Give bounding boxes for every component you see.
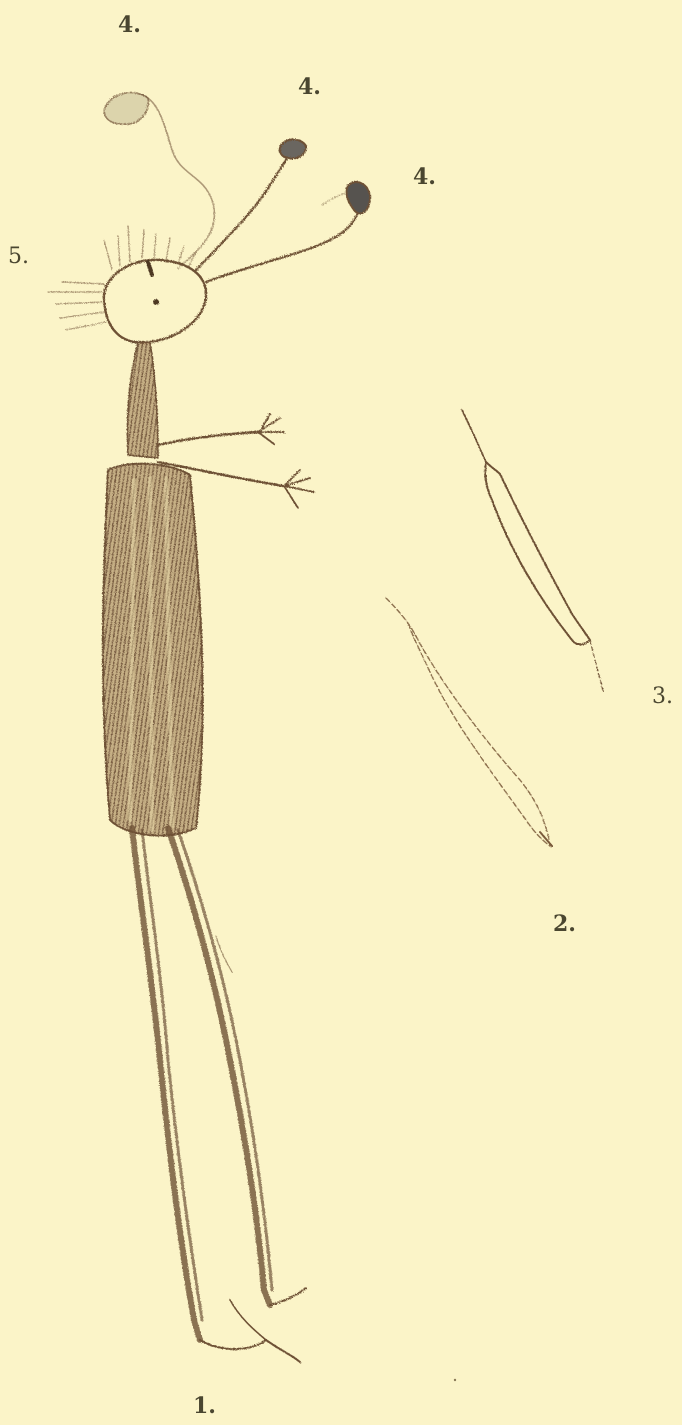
antenna-left xyxy=(140,94,214,268)
figure-1-drawing xyxy=(48,93,370,1362)
label-figure-4-right: 4. xyxy=(413,166,436,188)
thorax xyxy=(127,342,158,458)
label-figure-1: 1. xyxy=(193,1395,216,1417)
label-figure-4-left: 4. xyxy=(118,14,141,36)
antenna-right xyxy=(206,205,360,282)
figure-3-drawing xyxy=(462,410,604,694)
antenna-middle xyxy=(196,150,290,270)
paper-speck xyxy=(454,1379,456,1381)
hand-lower xyxy=(284,470,314,508)
antenna-knob-right xyxy=(346,182,370,214)
antenna-knob-left xyxy=(104,93,148,125)
hand-upper xyxy=(258,414,284,444)
head-hairs xyxy=(48,226,196,330)
arm-upper xyxy=(158,432,258,445)
label-figure-3: 3. xyxy=(652,686,673,708)
foot-right xyxy=(270,1288,306,1305)
label-figure-2: 2. xyxy=(553,913,576,935)
antenna-knob-middle xyxy=(280,139,306,158)
mouth-dot xyxy=(153,299,159,305)
eye xyxy=(148,262,152,275)
figure-2-drawing xyxy=(386,598,552,846)
label-figure-4-middle: 4. xyxy=(298,76,321,98)
foot-left xyxy=(200,1340,300,1362)
label-figure-5: 5. xyxy=(8,246,29,268)
